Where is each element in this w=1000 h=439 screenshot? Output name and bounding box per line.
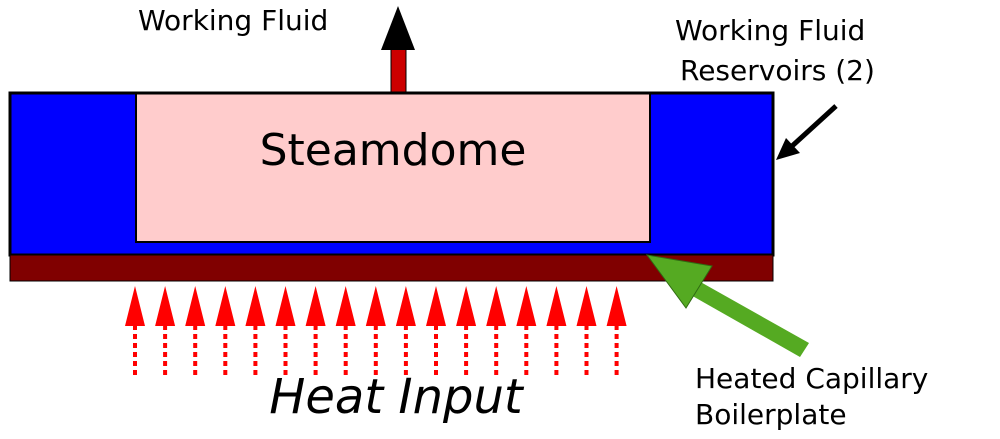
boilerplate-pointer-shaft xyxy=(689,280,809,357)
heat-arrow-head xyxy=(185,286,206,326)
heat-arrow xyxy=(576,286,597,375)
heat-arrow xyxy=(305,286,326,375)
heat-arrow-head xyxy=(456,286,477,326)
heat-arrow-head xyxy=(426,286,446,326)
heat-arrow-head xyxy=(546,286,567,326)
heat-arrow xyxy=(426,286,446,375)
boilerplate-label: Heated Capillary Boilerplate xyxy=(695,362,937,431)
heat-arrow-head xyxy=(606,286,627,326)
steamdome-label: Steamdome xyxy=(260,125,527,176)
boilerplate-pointer-arrow xyxy=(645,254,809,357)
reservoirs-label: Working Fluid Reservoirs (2) xyxy=(675,14,875,87)
heat-arrow xyxy=(546,286,567,375)
heat-arrow xyxy=(185,286,206,375)
bottom-fluid-layer xyxy=(136,242,650,255)
heat-input-arrows xyxy=(125,286,627,375)
heat-arrow xyxy=(245,286,266,375)
outflow-arrow-head xyxy=(381,6,415,50)
heat-arrow xyxy=(486,286,507,375)
working-fluid-reservoir-left xyxy=(10,93,136,255)
heat-arrow xyxy=(606,286,627,375)
heat-arrow xyxy=(215,286,236,375)
heat-pipe-body xyxy=(8,91,775,282)
heat-arrow-head xyxy=(576,286,597,326)
heat-arrow xyxy=(155,286,176,375)
outflow-arrow-shaft xyxy=(390,44,407,96)
heat-arrow-head xyxy=(125,286,145,326)
heat-arrow xyxy=(275,286,296,375)
heat-arrow xyxy=(395,286,416,375)
boilerplate-label-line2: Boilerplate xyxy=(695,398,847,431)
heat-arrow-head xyxy=(155,286,176,326)
heat-arrow-head xyxy=(275,286,296,326)
heat-arrow-head xyxy=(305,286,326,326)
boilerplate-pointer-head xyxy=(645,254,713,309)
heat-arrow xyxy=(335,286,356,375)
reservoir-pointer-arrow xyxy=(776,104,838,160)
boilerplate-label-line1: Heated Capillary xyxy=(695,362,928,395)
heat-arrow-head xyxy=(486,286,507,326)
working-fluid-reservoir-right xyxy=(650,93,773,255)
steamdome xyxy=(135,92,651,243)
heat-arrow xyxy=(516,286,537,375)
reservoirs-label-line2: Reservoirs (2) xyxy=(680,54,875,87)
heat-arrow xyxy=(365,286,386,375)
heat-arrow xyxy=(456,286,477,375)
heat-arrow xyxy=(125,286,145,375)
reservoirs-label-line1: Working Fluid xyxy=(675,14,865,47)
heat-arrow-head xyxy=(245,286,266,326)
heat-arrow-head xyxy=(365,286,386,326)
heat-arrow-head xyxy=(335,286,356,326)
heat-arrow-head xyxy=(395,286,416,326)
working-fluid-outflow-arrow xyxy=(381,6,415,96)
heat-arrow-head xyxy=(516,286,537,326)
heat-arrow-head xyxy=(215,286,236,326)
capillary-boilerplate xyxy=(9,254,774,282)
working-fluid-label: Working Fluid xyxy=(138,4,328,37)
heat-input-label: Heat Input xyxy=(269,369,525,425)
